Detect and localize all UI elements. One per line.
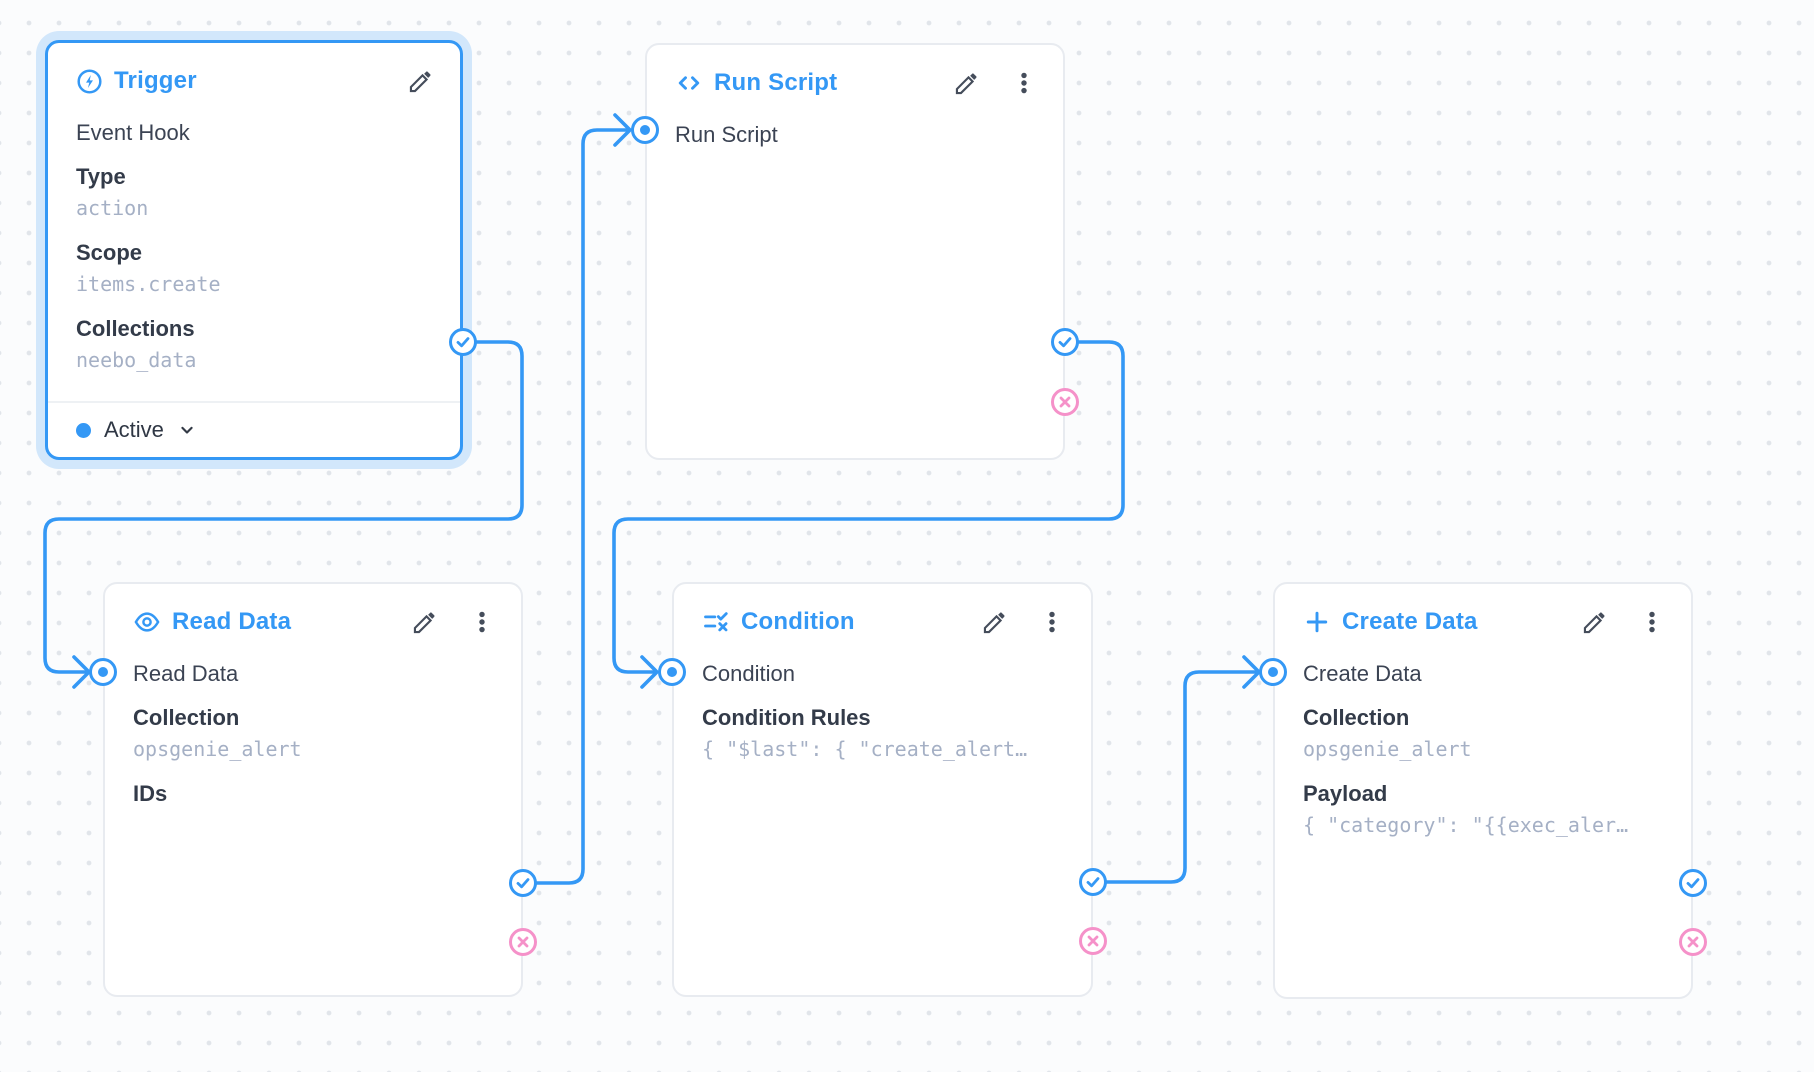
edit-icon[interactable]	[411, 609, 438, 636]
operation-name: Read Data	[133, 661, 239, 686]
code-icon	[675, 69, 703, 97]
field-group: Scope items.create	[76, 240, 221, 296]
node-run-script[interactable]: Run Script Run Script	[645, 43, 1065, 460]
status-label: Active	[104, 417, 164, 442]
run-script-input-port[interactable]	[631, 116, 659, 144]
edge-arrowhead	[613, 113, 632, 147]
field-group: IDs	[133, 781, 168, 806]
field-group: Payload { "category": "{{exec_aler…	[1303, 781, 1629, 837]
check-icon	[1086, 877, 1100, 888]
node-title: Create Data	[1342, 608, 1478, 635]
run-script-reject-port[interactable]	[1051, 388, 1079, 416]
condition-input-port[interactable]	[658, 658, 686, 686]
operation-name: Run Script	[675, 122, 778, 147]
field-group: Collection opsgenie_alert	[1303, 705, 1472, 761]
condition-resolve-port[interactable]	[1079, 868, 1107, 896]
kebab-menu-icon[interactable]	[1039, 609, 1065, 635]
status-dropdown[interactable]: Active	[48, 401, 460, 457]
node-condition[interactable]: Condition Condition Condition Rules { "$…	[672, 582, 1093, 997]
edge-arrowhead	[640, 655, 659, 689]
kebab-menu-icon[interactable]	[1011, 70, 1037, 96]
create-data-input-port[interactable]	[1259, 658, 1287, 686]
edge-condition-to-create-data	[1091, 670, 1260, 884]
read-data-resolve-port[interactable]	[509, 869, 537, 897]
check-icon	[1686, 878, 1700, 889]
field-group: Condition Rules { "$last": { "create_ale…	[702, 705, 1028, 761]
create-data-resolve-port[interactable]	[1679, 869, 1707, 897]
node-trigger[interactable]: Trigger Event Hook Type action Scope ite…	[45, 40, 463, 460]
status-dot	[76, 422, 91, 438]
x-icon	[1687, 936, 1699, 948]
node-read-data[interactable]: Read Data Read Data Collection opsgenie_…	[103, 582, 523, 997]
node-title: Run Script	[714, 69, 838, 96]
edge-arrowhead	[72, 655, 91, 689]
operation-name: Condition	[702, 661, 795, 686]
run-script-resolve-port[interactable]	[1051, 328, 1079, 356]
edit-icon[interactable]	[1581, 609, 1608, 636]
edit-icon[interactable]	[953, 70, 980, 97]
trigger-type-name: Event Hook	[76, 120, 190, 145]
node-title: Trigger	[114, 67, 197, 94]
x-icon	[1087, 935, 1099, 947]
trigger-resolve-port[interactable]	[449, 328, 477, 356]
edge-read-data-to-run-script	[521, 128, 631, 885]
plus-icon	[1303, 608, 1331, 636]
node-title: Condition	[741, 608, 855, 635]
check-icon	[1058, 337, 1072, 348]
field-group: Type action	[76, 164, 149, 220]
edit-icon[interactable]	[981, 609, 1008, 636]
eye-icon	[133, 608, 161, 636]
condition-reject-port[interactable]	[1079, 927, 1107, 955]
read-data-reject-port[interactable]	[509, 928, 537, 956]
check-icon	[516, 878, 530, 889]
edit-icon[interactable]	[407, 68, 434, 95]
bolt-circle-icon	[76, 68, 103, 95]
operation-name: Create Data	[1303, 661, 1422, 686]
node-create-data[interactable]: Create Data Create Data Collection opsge…	[1273, 582, 1693, 999]
x-icon	[1059, 396, 1071, 408]
chevron-down-icon	[177, 420, 197, 440]
field-group: Collection opsgenie_alert	[133, 705, 302, 761]
check-icon	[456, 337, 470, 348]
rule-icon	[702, 608, 730, 636]
kebab-menu-icon[interactable]	[469, 609, 495, 635]
edge-arrowhead	[1242, 655, 1261, 689]
kebab-menu-icon[interactable]	[1639, 609, 1665, 635]
node-title: Read Data	[172, 608, 292, 635]
x-icon	[517, 936, 529, 948]
field-group: Collections neebo_data	[76, 316, 197, 372]
read-data-input-port[interactable]	[89, 658, 117, 686]
create-data-reject-port[interactable]	[1679, 928, 1707, 956]
